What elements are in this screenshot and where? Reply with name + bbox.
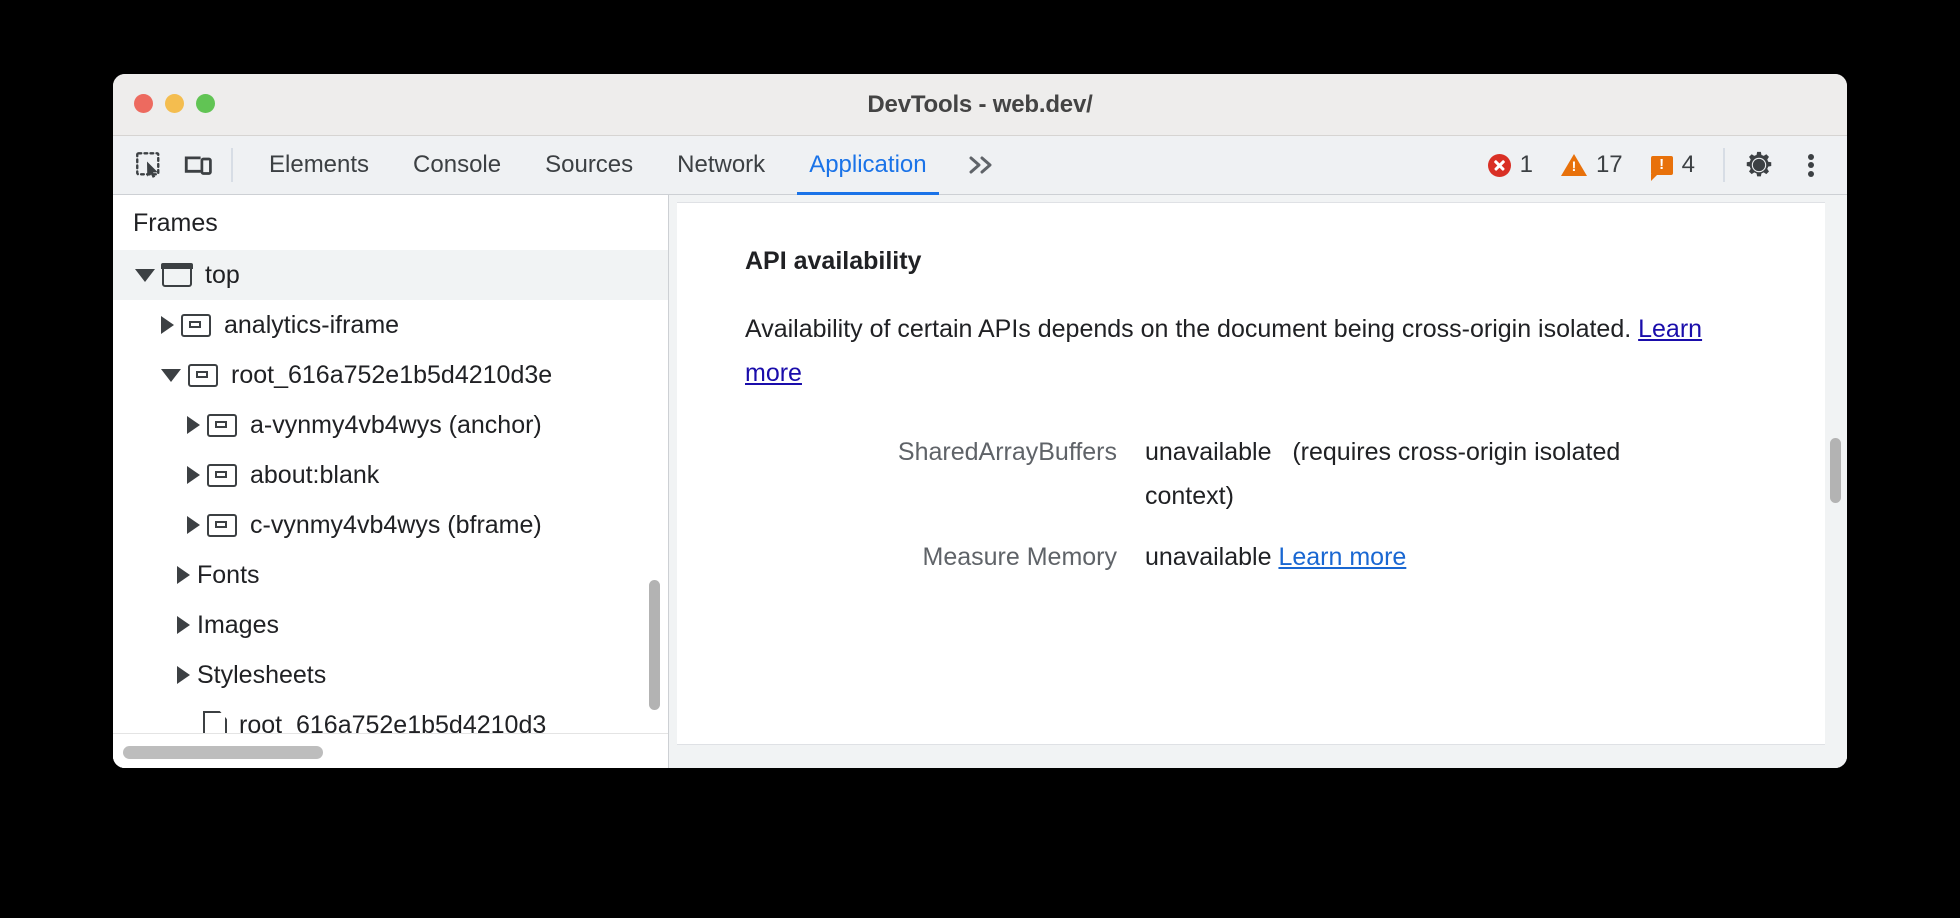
frames-sidebar: Frames top analytics-iframe — [113, 195, 669, 768]
tree-item-label: root_616a752e1b5d4210d3e — [231, 360, 553, 389]
chevron-right-icon[interactable] — [187, 516, 200, 534]
tree-item-root-frame[interactable]: root_616a752e1b5d4210d3e — [113, 350, 668, 400]
tab-application-label: Application — [809, 151, 927, 178]
row-key: Measure Memory — [922, 543, 1118, 571]
error-counter[interactable]: 1 — [1474, 143, 1547, 187]
tab-network[interactable]: Network — [655, 136, 787, 195]
sidebar-horizontal-scrollbar[interactable] — [123, 746, 323, 759]
page-title: API availability — [745, 247, 922, 275]
window-traffic-lights — [134, 94, 215, 113]
row-value-group: unavailable Learn more — [1145, 536, 1705, 580]
frame-sub-icon — [188, 363, 218, 387]
tree-item-anchor-frame[interactable]: a-vynmy4vb4wys (anchor) — [113, 400, 668, 450]
tree-item-label: top — [205, 260, 240, 289]
frame-sub-icon — [207, 413, 237, 437]
issue-icon — [1650, 155, 1673, 181]
tab-console-label: Console — [413, 151, 502, 178]
tab-elements[interactable]: Elements — [247, 136, 391, 195]
chevron-right-icon[interactable] — [187, 416, 200, 434]
minimize-button[interactable] — [165, 94, 184, 113]
chevron-right-icon[interactable] — [187, 466, 200, 484]
tab-application[interactable]: Application — [787, 136, 948, 195]
frame-sub-icon — [207, 513, 237, 537]
tree-item-images[interactable]: Images — [113, 600, 668, 650]
row-value: unavailable — [1145, 543, 1272, 571]
tree-item-label: Images — [197, 610, 279, 639]
toolbar-divider-right — [1723, 148, 1725, 182]
tree-item-bframe[interactable]: c-vynmy4vb4wys (bframe) — [113, 500, 668, 550]
devtools-window: DevTools - web.dev/ — [113, 74, 1847, 768]
frames-tree: top analytics-iframe root_616a752e1b5d42… — [113, 250, 668, 768]
error-icon — [1487, 153, 1511, 177]
tree-item-label: c-vynmy4vb4wys (bframe) — [250, 510, 542, 539]
devtools-tabs: Elements Console Sources Network Applica… — [247, 136, 949, 195]
row-measure-memory: Measure Memory unavailable Learn more — [745, 536, 1825, 580]
tree-item-stylesheets[interactable]: Stylesheets — [113, 650, 668, 700]
maximize-button[interactable] — [196, 94, 215, 113]
chevron-down-icon[interactable] — [161, 368, 181, 382]
warning-counter[interactable]: 17 — [1547, 143, 1637, 187]
chevron-right-icon[interactable] — [177, 566, 190, 584]
chevron-down-icon[interactable] — [135, 268, 155, 282]
chevron-right-icon[interactable] — [177, 616, 190, 634]
main-vertical-scrollbar[interactable] — [1830, 438, 1841, 503]
tree-item-fonts[interactable]: Fonts — [113, 550, 668, 600]
devtools-toolbar: Elements Console Sources Network Applica… — [113, 136, 1847, 195]
tree-item-top[interactable]: top — [113, 250, 668, 300]
intro-text: Availability of certain APIs depends on … — [745, 315, 1639, 343]
issue-counter[interactable]: 4 — [1637, 143, 1709, 187]
toolbar-divider — [231, 148, 233, 182]
tab-elements-label: Elements — [269, 151, 370, 178]
chevron-right-icon[interactable] — [177, 666, 190, 684]
issue-count: 4 — [1681, 151, 1695, 178]
error-count: 1 — [1519, 151, 1533, 178]
window-titlebar: DevTools - web.dev/ — [113, 74, 1847, 136]
tree-item-about-blank[interactable]: about:blank — [113, 450, 668, 500]
tree-item-label: about:blank — [250, 460, 380, 489]
warning-count: 17 — [1595, 151, 1623, 178]
inspect-element-icon[interactable] — [125, 143, 173, 187]
frame-window-icon — [161, 262, 193, 287]
devtools-body: Frames top analytics-iframe — [113, 195, 1847, 768]
window-title: DevTools - web.dev/ — [867, 91, 1093, 118]
intro-paragraph: Availability of certain APIs depends on … — [745, 308, 1705, 395]
tab-sources-label: Sources — [545, 151, 634, 178]
frame-sub-icon — [207, 463, 237, 487]
more-tabs-chevron-icon[interactable] — [955, 143, 1009, 187]
tab-sources[interactable]: Sources — [523, 136, 655, 195]
close-button[interactable] — [134, 94, 153, 113]
tab-network-label: Network — [677, 151, 766, 178]
device-toolbar-icon[interactable] — [173, 143, 221, 187]
row-note: (requires cross-origin isolated context) — [1145, 438, 1621, 510]
tree-item-label: root_616a752e1b5d4210d3 — [239, 710, 547, 739]
row-shared-array-buffers: SharedArrayBuffers unavailable (requires… — [745, 431, 1825, 518]
chevron-right-icon[interactable] — [161, 316, 174, 334]
kebab-menu-icon[interactable] — [1785, 142, 1837, 188]
row-value-group: unavailable (requires cross-origin isola… — [1145, 431, 1705, 518]
gear-icon[interactable] — [1733, 142, 1785, 188]
frame-sub-icon — [181, 313, 211, 337]
api-availability-card: API availability Availability of certain… — [677, 202, 1825, 745]
tree-item-label: a-vynmy4vb4wys (anchor) — [250, 410, 542, 439]
intro-learn-more-link[interactable]: Learn more — [745, 315, 1703, 387]
issue-counters: 1 17 4 — [1474, 143, 1715, 187]
tab-console[interactable]: Console — [391, 136, 523, 195]
tree-item-label: Stylesheets — [197, 660, 327, 689]
warning-icon — [1560, 154, 1587, 176]
sidebar-vertical-scrollbar[interactable] — [649, 580, 660, 710]
tree-item-label: analytics-iframe — [224, 310, 400, 339]
tree-item-analytics-iframe[interactable]: analytics-iframe — [113, 300, 668, 350]
application-main-panel: API availability Availability of certain… — [669, 195, 1847, 768]
row-learn-more-link[interactable]: Learn more — [1278, 543, 1407, 571]
tree-item-root-document[interactable]: root_616a752e1b5d4210d3 — [113, 700, 668, 750]
sidebar-title: Frames — [113, 195, 668, 250]
tree-item-label: Fonts — [197, 560, 260, 589]
row-key: SharedArrayBuffers — [897, 438, 1117, 466]
row-value: unavailable — [1145, 438, 1272, 466]
